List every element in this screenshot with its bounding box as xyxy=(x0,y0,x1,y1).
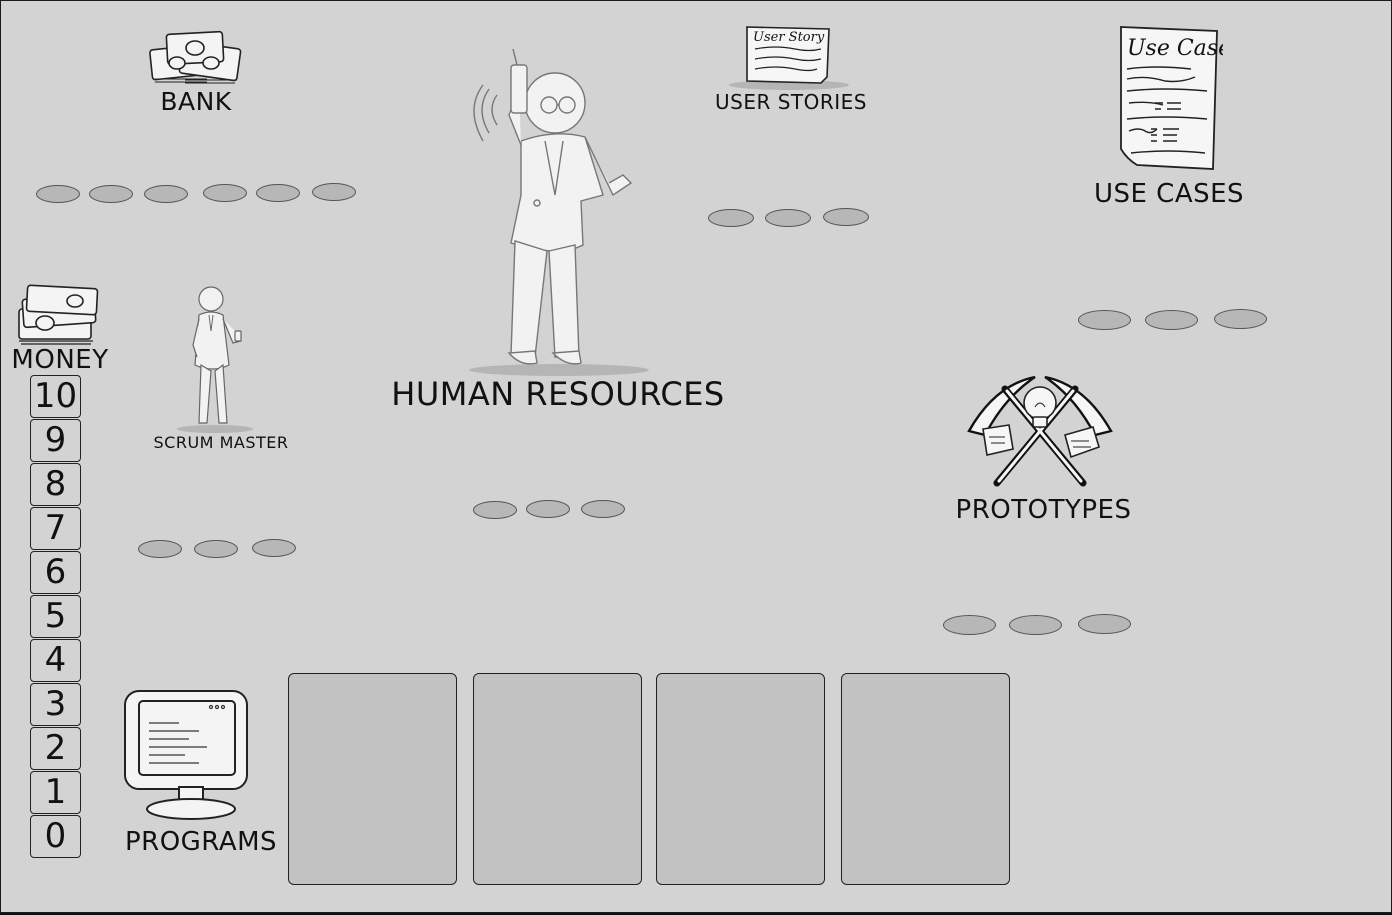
scrum-master-figure-icon xyxy=(177,286,253,433)
bank-label: BANK xyxy=(160,87,232,116)
bank-slot[interactable] xyxy=(36,185,80,203)
prototypes-slot[interactable] xyxy=(1078,614,1131,634)
money-stack-icon xyxy=(149,30,242,84)
money-track-cell[interactable]: 0 xyxy=(30,815,81,858)
scrum-master-slot[interactable] xyxy=(252,539,296,557)
crossed-pickaxes-lightbulb-icon xyxy=(967,375,1113,487)
use-case-document-text: Use Case xyxy=(1127,36,1223,61)
bank-slot[interactable] xyxy=(203,184,247,202)
money-stack-icon xyxy=(18,284,99,345)
money-track-cell[interactable]: 9 xyxy=(30,419,81,462)
use-cases-label: USE CASES xyxy=(1093,179,1245,209)
human-resources-slot[interactable] xyxy=(526,500,570,518)
programs-label: PROGRAMS xyxy=(124,827,278,857)
money-track-cell[interactable]: 3 xyxy=(30,683,81,726)
computer-monitor-icon xyxy=(124,690,248,820)
use-case-document-icon: Use Case xyxy=(1120,26,1223,170)
use-cases-slot[interactable] xyxy=(1145,310,1198,330)
user-story-card-icon: User Story xyxy=(729,26,849,90)
user-stories-slot[interactable] xyxy=(823,208,869,226)
bank-slot[interactable] xyxy=(89,185,133,203)
money-track-cell[interactable]: 6 xyxy=(30,551,81,594)
user-story-card-text: User Story xyxy=(753,30,825,45)
bank-slot[interactable] xyxy=(256,184,300,202)
money-track-cell[interactable]: 8 xyxy=(30,463,81,506)
program-card-slot[interactable] xyxy=(656,673,825,885)
human-resources-slot[interactable] xyxy=(473,501,517,519)
bank-slot[interactable] xyxy=(312,183,356,201)
money-track-cell[interactable]: 5 xyxy=(30,595,81,638)
scrum-master-slot[interactable] xyxy=(194,540,238,558)
prototypes-slot[interactable] xyxy=(1009,615,1062,635)
use-cases-slot[interactable] xyxy=(1078,310,1131,330)
money-track-cell[interactable]: 1 xyxy=(30,771,81,814)
money-track-cell[interactable]: 10 xyxy=(30,375,81,418)
money-track-cell[interactable]: 4 xyxy=(30,639,81,682)
user-stories-label: USER STORIES xyxy=(714,90,867,114)
program-card-slot[interactable] xyxy=(841,673,1010,885)
use-cases-slot[interactable] xyxy=(1214,309,1267,329)
prototypes-slot[interactable] xyxy=(943,615,996,635)
scrum-master-label: SCRUM MASTER xyxy=(153,433,289,452)
money-track-cell[interactable]: 7 xyxy=(30,507,81,550)
prototypes-label: PROTOTYPES xyxy=(955,495,1132,525)
program-card-slot[interactable] xyxy=(288,673,457,885)
user-stories-slot[interactable] xyxy=(765,209,811,227)
program-card-slot[interactable] xyxy=(473,673,642,885)
user-stories-slot[interactable] xyxy=(708,209,754,227)
scrum-master-slot[interactable] xyxy=(138,540,182,558)
bank-slot[interactable] xyxy=(144,185,188,203)
money-track: 10 9 8 7 6 5 4 3 2 1 0 xyxy=(30,375,81,858)
human-resources-label: HUMAN RESOURCES xyxy=(391,375,725,413)
phone-man-icon xyxy=(469,48,649,376)
money-track-cell[interactable]: 2 xyxy=(30,727,81,770)
money-label: MONEY xyxy=(11,345,109,375)
human-resources-slot[interactable] xyxy=(581,500,625,518)
